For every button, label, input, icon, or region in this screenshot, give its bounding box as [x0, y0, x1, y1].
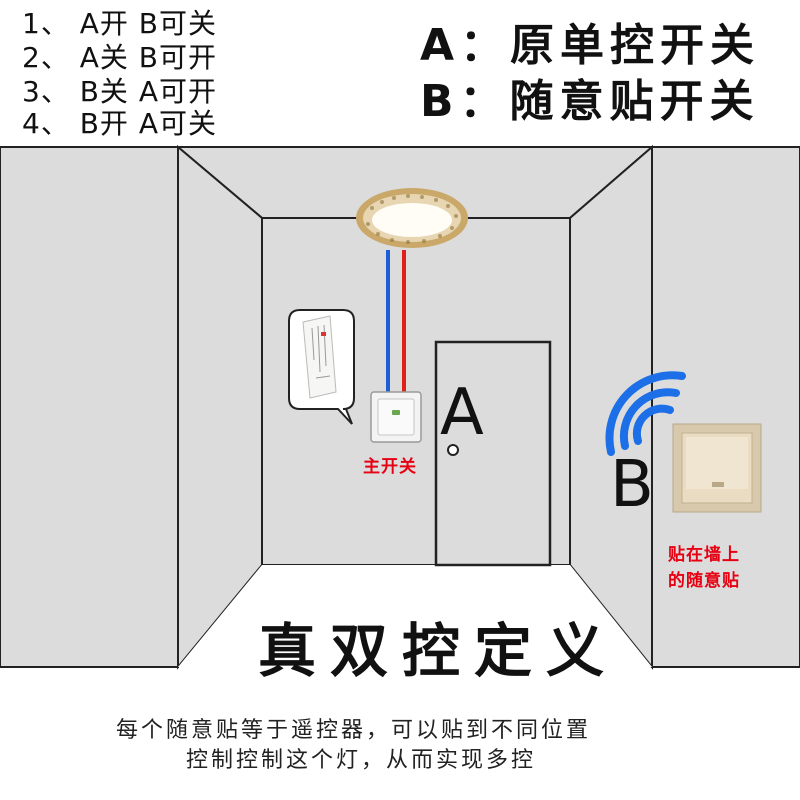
door-knob: [447, 444, 459, 456]
rule-4: 4、 B开 A可关: [22, 107, 217, 140]
switch-a-label: A: [440, 376, 484, 450]
manual-speech-bubble: [288, 309, 355, 425]
wifi-signal-icon: [605, 371, 686, 456]
right-wall: [651, 146, 800, 668]
remote-sticker-switch: [672, 423, 762, 513]
rule-2: 2、 A关 B可开: [22, 41, 217, 74]
ceiling-lamp: [356, 188, 468, 248]
diagram-title: 真双控定义: [258, 617, 619, 685]
rule-3: 3、 B关 A可开: [22, 75, 217, 108]
legend-a: A：原单控开关: [420, 20, 761, 71]
rule-1: 1、 A开 B可关: [22, 7, 217, 40]
sticker-label-line-1: 贴在墙上: [668, 545, 740, 565]
left-wall: [0, 146, 179, 668]
sticker-label-line-2: 的随意贴: [668, 571, 740, 591]
main-switch: [370, 391, 422, 443]
main-switch-label: 主开关: [363, 457, 417, 477]
switch-b-label: B: [610, 448, 654, 522]
caption-line-1: 每个随意贴等于遥控器，可以贴到不同位置: [116, 718, 592, 743]
legend-b: B：随意贴开关: [420, 76, 760, 127]
caption-line-2: 控制控制这个灯，从而实现多控: [186, 748, 537, 773]
floor: [178, 565, 652, 667]
